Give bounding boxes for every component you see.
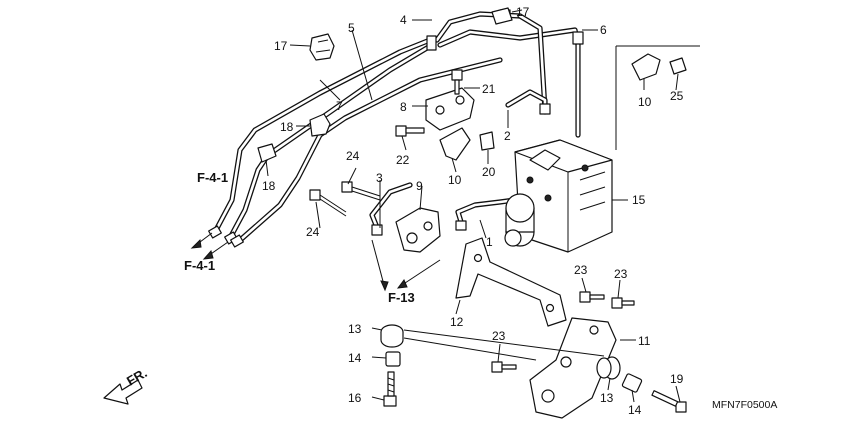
bracket-9 [395, 207, 441, 253]
bracket-11 [529, 317, 617, 419]
callout-13-right: 13 [600, 391, 614, 405]
grommet-13-right [596, 356, 621, 380]
callout-22: 22 [396, 153, 410, 167]
grommet-20 [479, 131, 495, 151]
bolt-24-lower [309, 189, 347, 217]
collar-14-left [385, 351, 401, 367]
callout-5: 5 [348, 21, 355, 35]
callout-13-left: 13 [348, 322, 362, 336]
callout-18-upper: 18 [280, 120, 294, 134]
bolt-24-upper [341, 181, 381, 201]
bolt-21 [451, 69, 463, 95]
callout-21: 21 [482, 82, 496, 96]
callout-23-c: 23 [492, 329, 506, 343]
callout-6: 6 [600, 23, 607, 37]
callout-24-upper: 24 [346, 149, 360, 163]
callout-14-right: 14 [628, 403, 642, 417]
leader-lines [195, 9, 681, 403]
bolt-16 [383, 371, 397, 407]
callout-14-left: 14 [348, 351, 362, 365]
bolt-23-c [491, 361, 517, 373]
abs-modulator [504, 139, 613, 253]
bolt-23-b [611, 297, 635, 309]
reference-arrowheads [190, 238, 408, 292]
reference-f-4-1-lower: F-4-1 [184, 258, 215, 273]
callout-23-b: 23 [614, 267, 628, 281]
callout-11: 11 [638, 334, 651, 348]
bolt-23-a [579, 291, 605, 303]
clamp-17-top [491, 7, 513, 25]
callout-3: 3 [376, 171, 383, 185]
bolt-19 [651, 390, 687, 413]
diagram-code: MFN7F0500A [712, 399, 777, 411]
callout-23-a: 23 [574, 263, 588, 277]
callout-15: 15 [632, 193, 646, 207]
front-label: FR. [124, 365, 150, 388]
grommet-13-left [380, 324, 404, 348]
callout-17-top: 17 [516, 5, 530, 19]
brake-pipes [208, 9, 584, 248]
callout-25: 25 [670, 89, 684, 103]
callout-9: 9 [416, 179, 423, 193]
callout-1: 1 [486, 235, 493, 249]
callout-24-lower: 24 [306, 225, 320, 239]
callout-2: 2 [504, 129, 511, 143]
callout-18-lower: 18 [262, 179, 276, 193]
collar-14-right [621, 373, 643, 393]
callout-20: 20 [482, 165, 496, 179]
callout-17-left: 17 [274, 39, 288, 53]
inset-detail [615, 45, 700, 150]
callout-16: 16 [348, 391, 362, 405]
clamp-18-lower [257, 143, 277, 163]
reference-labels: F-4-1 F-4-1 F-13 [184, 170, 415, 305]
callout-12: 12 [450, 315, 464, 329]
callout-10-inset: 10 [638, 95, 652, 109]
reference-f-13: F-13 [388, 290, 415, 305]
callout-19: 19 [670, 372, 684, 386]
clamp-17-left [309, 33, 335, 61]
bracket-10-center [439, 127, 471, 161]
front-arrow-icon: FR. [103, 365, 150, 405]
callout-8: 8 [400, 100, 407, 114]
callout-7: 7 [336, 99, 343, 113]
bolt-22 [395, 125, 425, 137]
bracket-8 [425, 87, 475, 131]
reference-f-4-1-upper: F-4-1 [197, 170, 228, 185]
bracket-12 [455, 237, 567, 327]
callout-4: 4 [400, 13, 407, 27]
clamp-18-upper [309, 113, 331, 137]
callout-10-center: 10 [448, 173, 462, 187]
callout-labels: 4 5 6 17 17 7 18 18 8 21 22 10 20 2 3 9 … [262, 5, 684, 417]
